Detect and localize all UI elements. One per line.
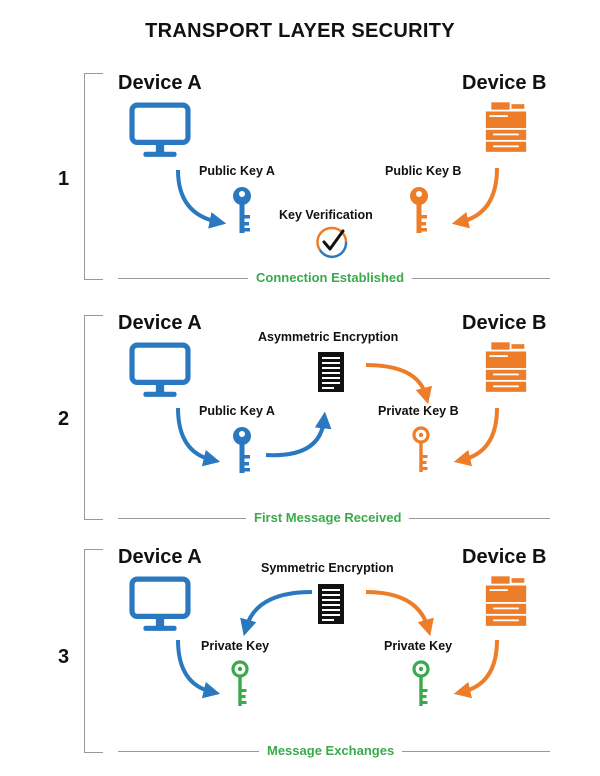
center-label: Symmetric Encryption [261,561,394,575]
device-b-label: Device B [462,72,547,94]
key-a-label: Public Key A [199,164,275,178]
center-label: Key Verification [279,208,373,222]
step-number: 2 [58,408,70,430]
device-a-label: Device A [118,546,202,568]
key-b-label: Private Key B [378,404,459,418]
stage-bracket [84,315,103,520]
status-label: Message Exchanges [259,743,403,758]
checkmark-circle-icon [316,226,348,259]
device-b-label: Device B [462,312,547,334]
stage-bracket [84,549,103,753]
key-a-label: Public Key A [199,404,275,418]
page-title: TRANSPORT LAYER SECURITY [145,20,455,42]
center-label: Asymmetric Encryption [258,330,399,344]
key-b-label: Private Key [384,639,453,653]
device-b-label: Device B [462,546,547,568]
step-number: 1 [58,168,70,190]
step-number: 3 [58,646,70,668]
status-label: First Message Received [246,510,410,525]
key-b-label: Public Key B [385,164,462,178]
device-a-label: Device A [118,312,202,334]
stage-bracket [84,73,103,280]
key-a-label: Private Key [201,639,270,653]
status-label: Connection Established [248,270,413,285]
device-a-label: Device A [118,72,202,94]
